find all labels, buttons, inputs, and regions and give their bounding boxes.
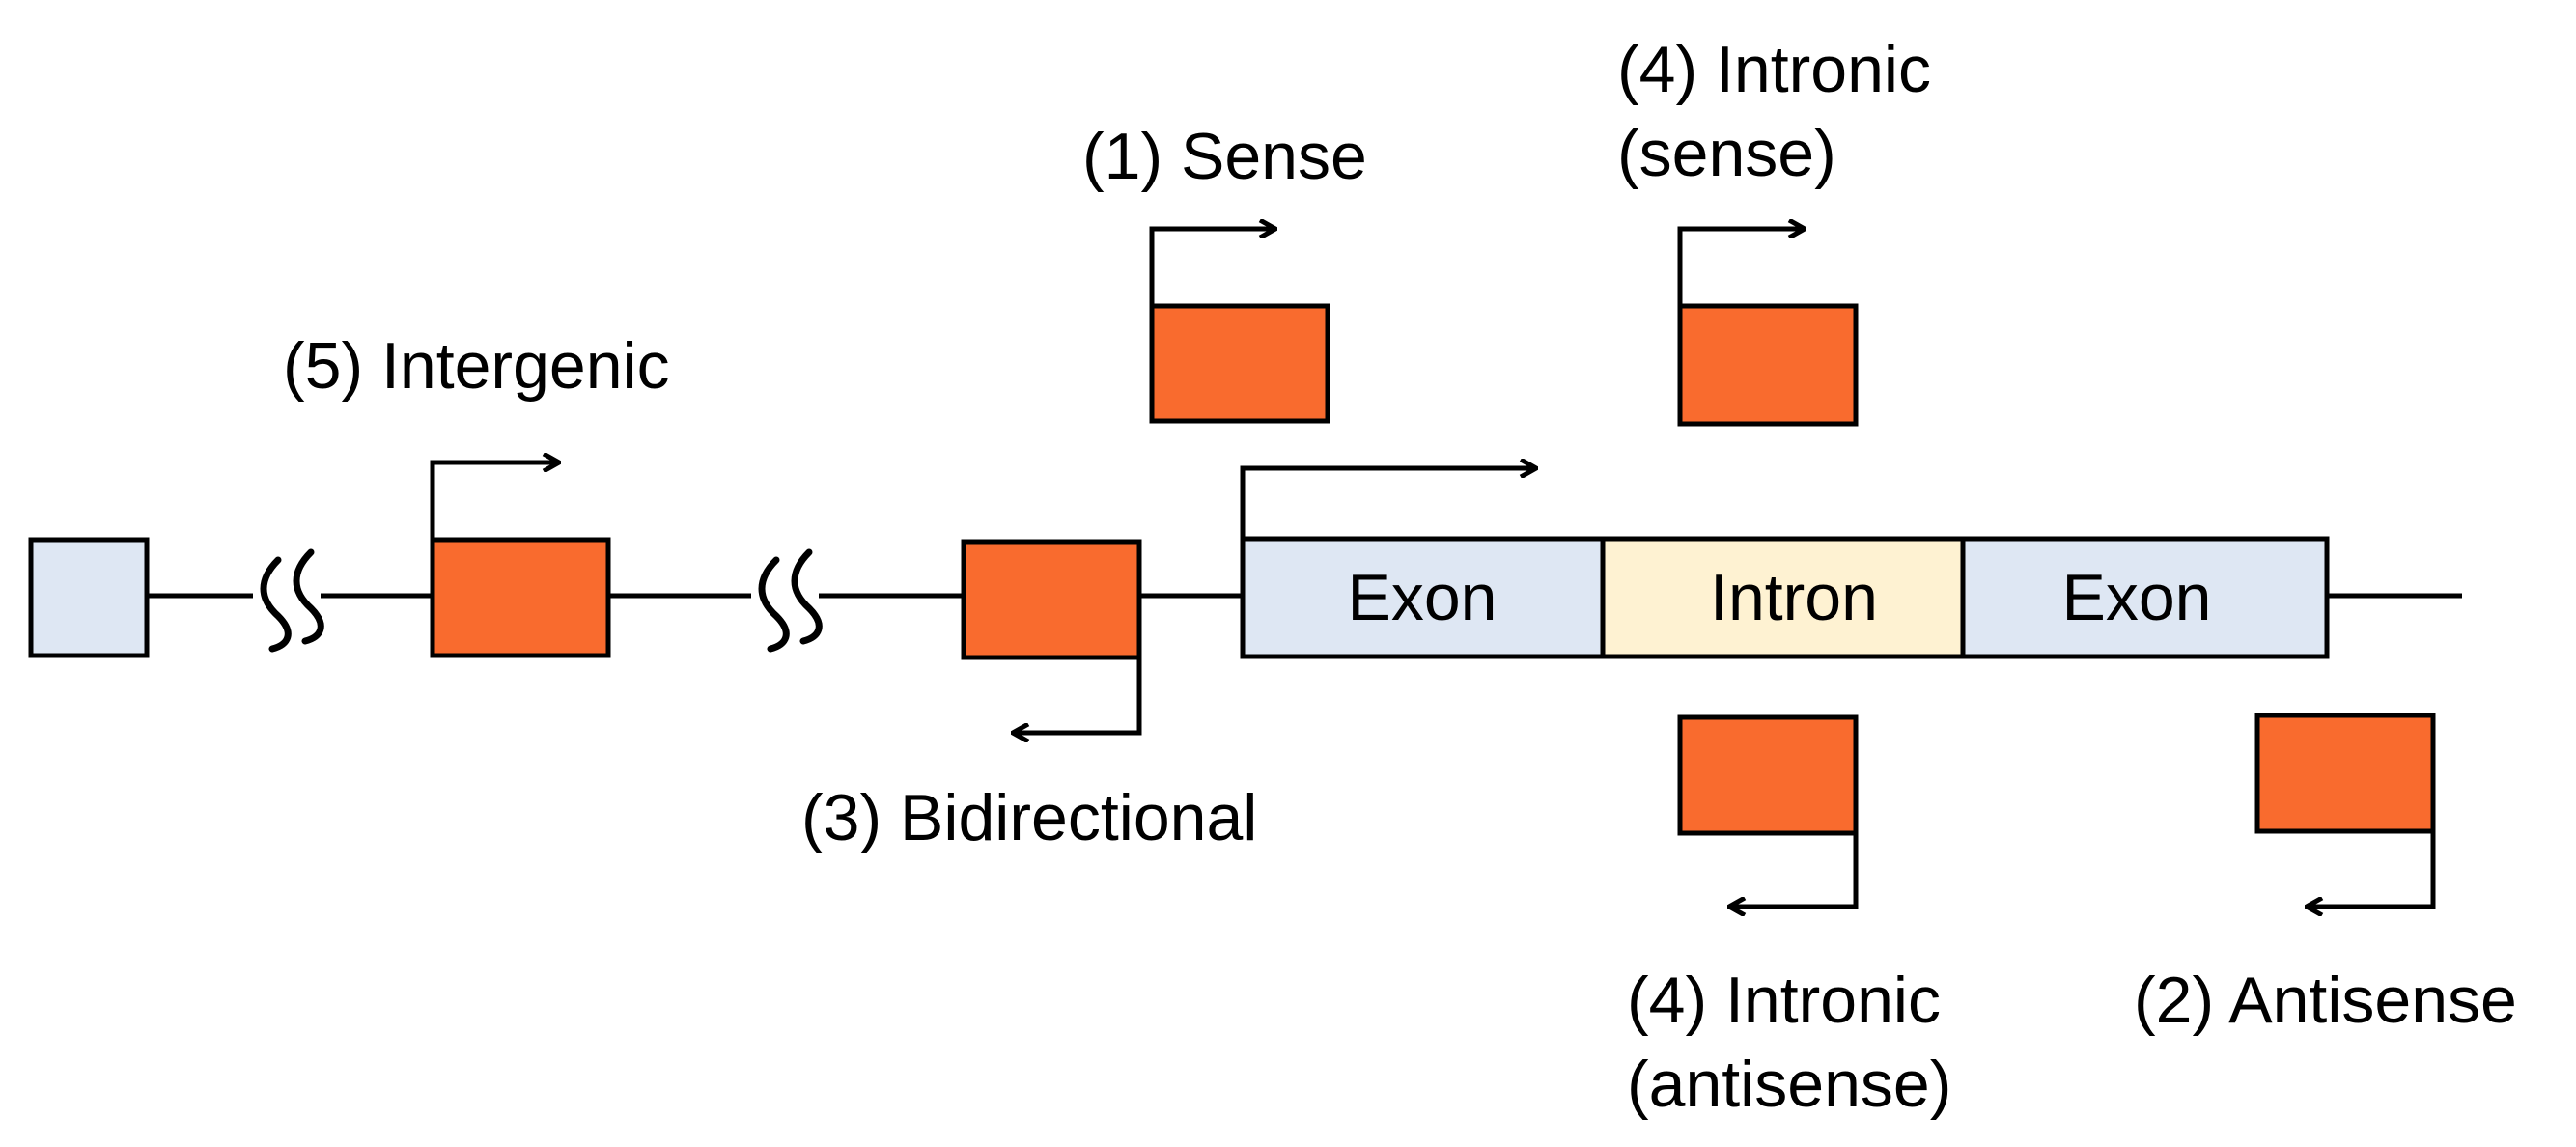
antisense-label: (2) Antisense xyxy=(2134,964,2517,1037)
intronic-antisense-lncrna-box xyxy=(1677,714,1859,836)
antisense-tss-arrow xyxy=(2308,831,2436,907)
sequence-break-symbol-1 xyxy=(253,548,324,653)
intronic-antisense-label-line2: (antisense) xyxy=(1627,1048,1951,1121)
intronic-antisense-tss-arrow xyxy=(1730,833,1859,907)
intronic-sense-label-line1: (4) Intronic xyxy=(1617,33,1931,106)
intron-label: Intron xyxy=(1710,561,1878,634)
exon-2-box xyxy=(1960,536,2330,659)
sequence-break-symbol-2 xyxy=(751,548,823,653)
sense-tss-arrow xyxy=(1149,229,1274,306)
neighbor-gene-box xyxy=(28,537,150,658)
intergenic-label: (5) Intergenic xyxy=(283,329,670,403)
sense-label: (1) Sense xyxy=(1082,120,1367,193)
exon-1-box xyxy=(1240,536,1606,659)
intronic-sense-tss-arrow xyxy=(1677,229,1804,306)
sense-lncrna-box xyxy=(1149,303,1330,424)
intronic-sense-label-line2: (sense) xyxy=(1617,117,1836,190)
bidirectional-label: (3) Bidirectional xyxy=(801,781,1257,854)
bidirectional-lncrna-box xyxy=(961,539,1142,660)
antisense-lncrna-box xyxy=(2254,713,2436,834)
exon-2-label: Exon xyxy=(2062,561,2212,634)
intergenic-tss-arrow xyxy=(430,462,558,540)
protein-coding-gene: Exon Intron Exon xyxy=(1240,468,2330,659)
exon-1-label: Exon xyxy=(1348,561,1498,634)
intron-box xyxy=(1600,536,1966,659)
gene-tss-arrow xyxy=(1240,468,1535,539)
intergenic-lncrna-box xyxy=(430,537,611,658)
bidirectional-tss-arrow xyxy=(1014,657,1142,733)
intronic-antisense-label-line1: (4) Intronic xyxy=(1627,964,1941,1037)
intronic-sense-lncrna-box xyxy=(1677,303,1859,427)
